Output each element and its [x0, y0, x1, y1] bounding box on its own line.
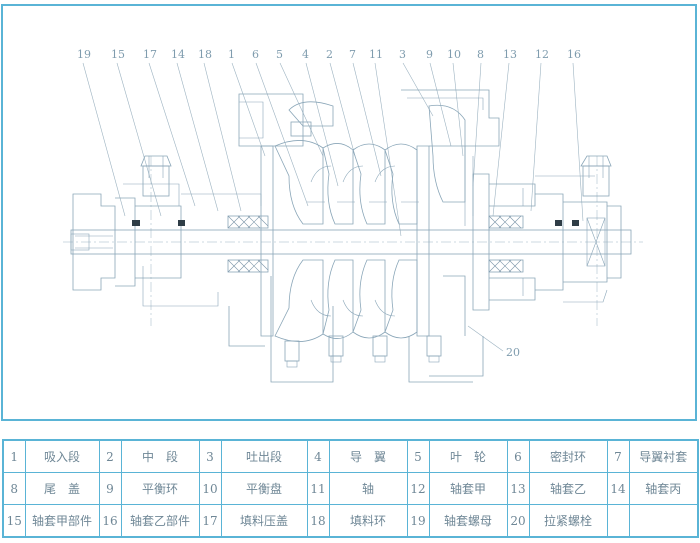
- callout-12: 12: [535, 48, 549, 61]
- callout-20: 20: [506, 346, 520, 359]
- part-name-cell: 导 翼: [328, 439, 408, 473]
- part-name-cell: 拉紧螺栓: [528, 504, 608, 538]
- part-number-cell: 11: [306, 472, 330, 505]
- part-name-cell: [628, 504, 699, 538]
- part-name-cell: 轴套乙: [528, 472, 608, 505]
- part-number-cell: 10: [198, 472, 222, 505]
- part-name-cell: 尾 盖: [24, 472, 100, 505]
- callout-labels: 19 15 17 14 18 1 6 5 4 2 7 11 3 9 10 8 1…: [77, 48, 581, 359]
- callout-7: 7: [349, 48, 356, 61]
- part-name-cell: 轴套甲: [428, 472, 508, 505]
- callout-15: 15: [111, 48, 125, 61]
- packing-hatch: [227, 215, 524, 273]
- drawing-frame: 19 15 17 14 18 1 6 5 4 2 7 11 3 9 10 8 1…: [1, 4, 697, 421]
- callout-9: 9: [426, 48, 433, 61]
- part-number-cell: 13: [506, 472, 530, 505]
- part-number-cell: 7: [606, 439, 630, 473]
- impeller-stages-top: [274, 101, 419, 225]
- part-number-cell: 14: [606, 472, 630, 505]
- callout-8: 8: [477, 48, 484, 61]
- drive-end: [72, 155, 262, 307]
- callout-10: 10: [447, 48, 461, 61]
- impeller-stages-bottom: [274, 259, 442, 363]
- callout-2: 2: [326, 48, 333, 61]
- part-number-cell: 9: [98, 472, 122, 505]
- part-name-cell: 中 段: [120, 439, 200, 473]
- part-name-cell: 叶 轮: [428, 439, 508, 473]
- part-number-cell: 1: [2, 439, 26, 473]
- casing-discharge: [401, 89, 500, 383]
- pump-sectional-drawing: 19 15 17 14 18 1 6 5 4 2 7 11 3 9 10 8 1…: [63, 48, 643, 383]
- part-number-cell: 20: [506, 504, 530, 538]
- callout-3: 3: [399, 48, 406, 61]
- callout-4: 4: [302, 48, 309, 61]
- part-number-cell: 2: [98, 439, 122, 473]
- part-number-cell: 12: [406, 472, 430, 505]
- part-name-cell: 平衡环: [120, 472, 200, 505]
- part-number-cell: [606, 504, 630, 538]
- part-name-cell: 轴套丙: [628, 472, 699, 505]
- part-name-cell: 轴套乙部件: [120, 504, 200, 538]
- part-number-cell: 5: [406, 439, 430, 473]
- callout-14: 14: [171, 48, 185, 61]
- part-name-cell: 吸入段: [24, 439, 100, 473]
- callout-18: 18: [198, 48, 212, 61]
- part-name-cell: 密封环: [528, 439, 608, 473]
- part-number-cell: 17: [198, 504, 222, 538]
- part-name-cell: 填料压盖: [220, 504, 308, 538]
- part-number-cell: 19: [406, 504, 430, 538]
- callout-5: 5: [276, 48, 283, 61]
- part-number-cell: 18: [306, 504, 330, 538]
- casing-suction: [228, 93, 334, 383]
- callout-17: 17: [143, 48, 157, 61]
- bearing-end: [535, 155, 622, 303]
- balance-disc-tail-cover: [472, 173, 579, 311]
- part-name-cell: 平衡盘: [220, 472, 308, 505]
- part-number-cell: 8: [2, 472, 26, 505]
- part-number-cell: 15: [2, 504, 26, 538]
- part-number-cell: 16: [98, 504, 122, 538]
- leader-lines: [82, 62, 584, 352]
- callout-19: 19: [77, 48, 91, 61]
- callout-11: 11: [369, 48, 383, 61]
- part-name-cell: 导翼衬套: [628, 439, 699, 473]
- callout-6: 6: [252, 48, 259, 61]
- part-number-cell: 3: [198, 439, 222, 473]
- part-name-cell: 轴套甲部件: [24, 504, 100, 538]
- callout-1: 1: [228, 48, 235, 61]
- center-lines: [63, 156, 643, 326]
- part-name-cell: 轴: [328, 472, 408, 505]
- part-number-cell: 4: [306, 439, 330, 473]
- callout-16: 16: [567, 48, 581, 61]
- shaft: [70, 229, 632, 255]
- part-name-cell: 轴套螺母: [428, 504, 508, 538]
- part-name-cell: 吐出段: [220, 439, 308, 473]
- callout-13: 13: [503, 48, 517, 61]
- part-number-cell: 6: [506, 439, 530, 473]
- part-name-cell: 填料环: [328, 504, 408, 538]
